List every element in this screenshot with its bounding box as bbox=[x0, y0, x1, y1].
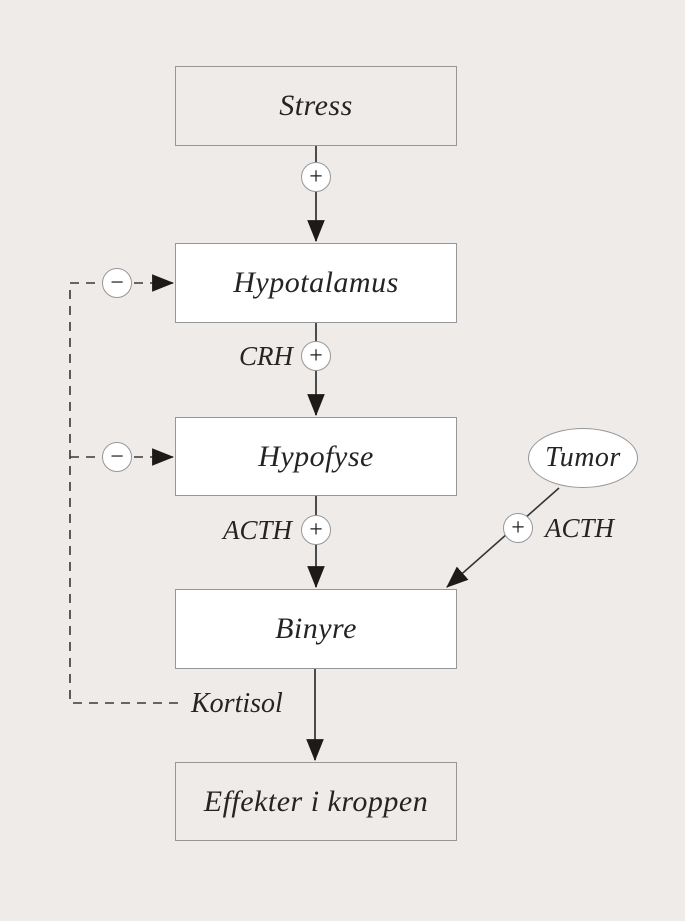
minus-sign-icon: − bbox=[102, 268, 132, 298]
tumor-label: Tumor bbox=[545, 442, 621, 473]
pituitary-box: Hypofyse bbox=[175, 417, 457, 496]
cortisol-label: Kortisol bbox=[191, 688, 283, 719]
plus-sign-icon: + bbox=[301, 515, 331, 545]
tumor-ellipse: Tumor bbox=[528, 428, 638, 488]
plus-sign-icon: + bbox=[301, 162, 331, 192]
hypothalamus-label: Hypotalamus bbox=[233, 266, 399, 299]
stress-label: Stress bbox=[279, 89, 353, 122]
minus-sign-icon: − bbox=[102, 442, 132, 472]
adrenal-box: Binyre bbox=[175, 589, 457, 669]
effects-label: Effekter i kroppen bbox=[203, 784, 429, 818]
hypothalamus-box: Hypotalamus bbox=[175, 243, 457, 323]
crh-label: CRH bbox=[239, 341, 293, 371]
acth-label: ACTH bbox=[222, 515, 292, 545]
plus-sign-icon: + bbox=[503, 513, 533, 543]
stress-box: Stress bbox=[175, 66, 457, 146]
pituitary-label: Hypofyse bbox=[258, 439, 374, 473]
effects-box: Effekter i kroppen bbox=[175, 762, 457, 841]
adrenal-label: Binyre bbox=[275, 612, 357, 645]
plus-sign-icon: + bbox=[301, 341, 331, 371]
tumor-acth-label: ACTH bbox=[545, 513, 615, 543]
arrow-tumor-to-adrenal bbox=[446, 487, 560, 588]
